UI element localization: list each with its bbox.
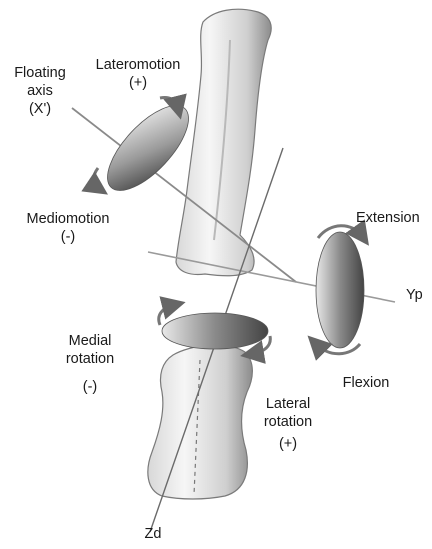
floating-axis-label: Floating axis (X')	[4, 64, 76, 118]
extension-label: Extension	[356, 209, 432, 227]
zd-label: Zd	[138, 525, 168, 543]
rotation-arrow-icon	[94, 168, 99, 188]
lateromotion-label: Lateromotion (+)	[80, 56, 196, 92]
proximal-bone	[176, 9, 271, 276]
yp-label: Yp	[406, 286, 432, 304]
lateral-rotation-label: Lateral rotation (+)	[250, 395, 326, 453]
medial-rotation-label: Medial rotation (-)	[54, 332, 126, 396]
lateromotion-mediomotion-rotation	[94, 93, 202, 203]
distal-bone	[148, 345, 253, 499]
flexion-extension-rotation	[316, 226, 364, 354]
mediomotion-label: Mediomotion (-)	[12, 210, 124, 246]
axial-rotation	[159, 305, 271, 354]
flexion-label: Flexion	[334, 374, 398, 392]
